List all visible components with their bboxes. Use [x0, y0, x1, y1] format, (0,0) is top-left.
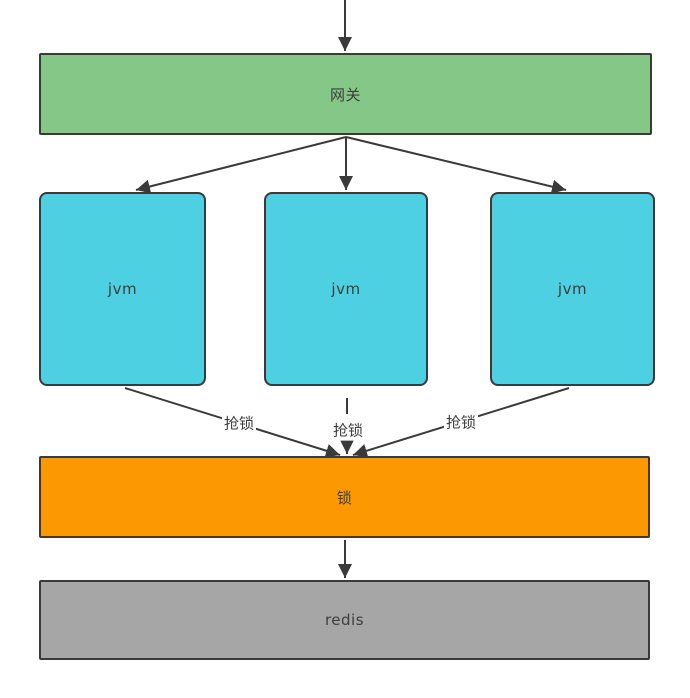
node-redis-label: redis	[324, 611, 365, 629]
node-gateway: 网关	[39, 53, 652, 135]
node-lock: 锁	[39, 456, 650, 538]
node-jvm-1-label: jvm	[107, 280, 138, 298]
node-lock-label: 锁	[336, 488, 353, 507]
edge-label-grab-lock-left: 抢锁	[221, 414, 257, 434]
node-jvm-1: jvm	[39, 192, 206, 386]
node-jvm-3-label: jvm	[557, 280, 588, 298]
node-jvm-2-label: jvm	[331, 280, 361, 298]
node-gateway-label: 网关	[329, 85, 361, 104]
edge-gateway-to-jvm1	[135, 136, 347, 194]
edge-label-grab-lock-right: 抢锁	[443, 413, 479, 433]
node-jvm-2: jvm	[264, 192, 428, 386]
edge-label-grab-lock-middle: 抢锁	[330, 421, 366, 441]
edge-gateway-to-jvm3	[345, 136, 567, 194]
node-jvm-3: jvm	[490, 192, 655, 386]
node-redis: redis	[39, 580, 650, 660]
